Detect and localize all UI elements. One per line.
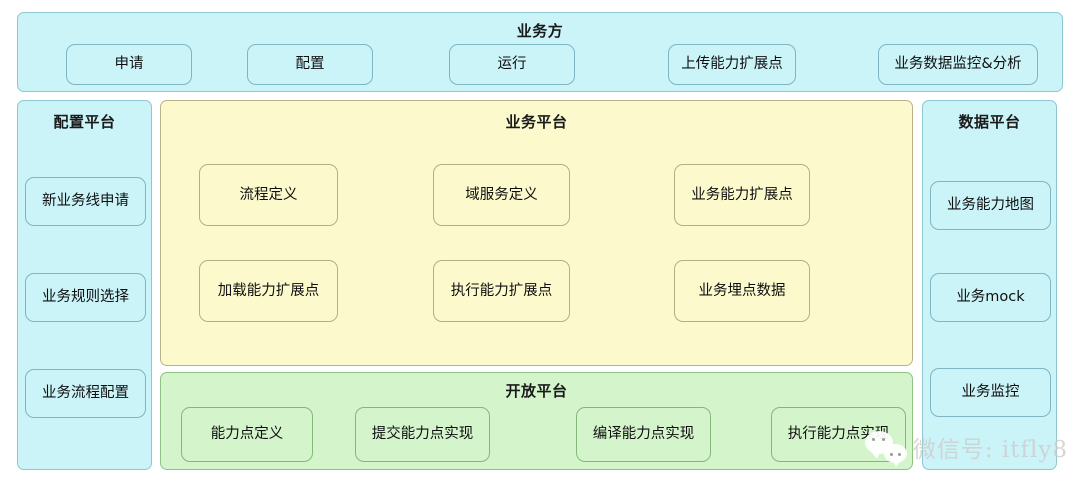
node-business-rule-selection[interactable]: 业务规则选择 <box>25 273 146 322</box>
node-apply[interactable]: 申请 <box>66 44 192 85</box>
node-business-data-monitoring-analysis[interactable]: 业务数据监控&分析 <box>878 44 1038 85</box>
node-capability-point-definition[interactable]: 能力点定义 <box>181 407 313 462</box>
node-upload-capability-extension-point[interactable]: 上传能力扩展点 <box>668 44 796 85</box>
node-business-capability-map[interactable]: 业务能力地图 <box>930 181 1051 230</box>
panel-title-open-platform: 开放平台 <box>505 382 568 400</box>
panel-data-platform: 数据平台 业务能力地图 业务mock 业务监控 <box>922 100 1057 470</box>
node-load-capability-extension-point[interactable]: 加载能力扩展点 <box>199 260 338 322</box>
panel-open-platform: 开放平台 能力点定义 提交能力点实现 编译能力点实现 执行能力点实现 <box>160 372 913 470</box>
node-process-definition[interactable]: 流程定义 <box>199 164 338 226</box>
panel-title-business-party: 业务方 <box>516 22 564 40</box>
node-execute-capability-extension-point[interactable]: 执行能力扩展点 <box>433 260 570 322</box>
node-business-tracking-data[interactable]: 业务埋点数据 <box>674 260 810 322</box>
node-execute-capability-point-implementation[interactable]: 执行能力点实现 <box>771 407 906 462</box>
node-business-capability-extension-point[interactable]: 业务能力扩展点 <box>674 164 810 226</box>
node-compile-capability-point-implementation[interactable]: 编译能力点实现 <box>576 407 711 462</box>
node-domain-service-definition[interactable]: 域服务定义 <box>433 164 570 226</box>
panel-business-platform: 业务平台 流程定义 域服务定义 业务能力扩展点 加载能力扩展点 执行能力扩展点 … <box>160 100 913 366</box>
panel-business-party: 业务方 申请 配置 运行 上传能力扩展点 业务数据监控&分析 <box>17 12 1063 92</box>
node-configure[interactable]: 配置 <box>247 44 373 85</box>
panel-title-data-platform: 数据平台 <box>958 113 1021 131</box>
panel-title-business-platform: 业务平台 <box>505 113 568 131</box>
node-business-process-configuration[interactable]: 业务流程配置 <box>25 369 146 418</box>
node-new-business-line-application[interactable]: 新业务线申请 <box>25 177 146 226</box>
node-run[interactable]: 运行 <box>449 44 575 85</box>
node-submit-capability-point-implementation[interactable]: 提交能力点实现 <box>355 407 490 462</box>
node-business-monitoring[interactable]: 业务监控 <box>930 368 1051 417</box>
panel-configuration-platform: 配置平台 新业务线申请 业务规则选择 业务流程配置 <box>17 100 152 470</box>
panel-title-configuration-platform: 配置平台 <box>53 113 116 131</box>
node-business-mock[interactable]: 业务mock <box>930 273 1051 322</box>
